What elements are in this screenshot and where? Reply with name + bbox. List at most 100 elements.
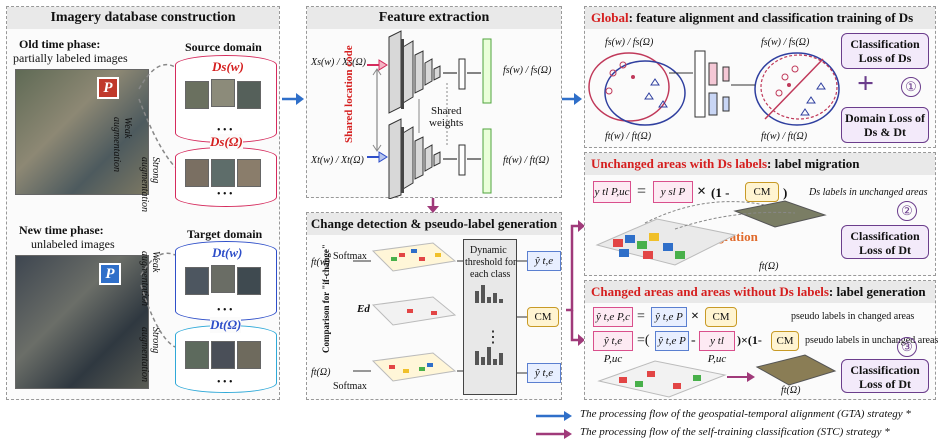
title-rest: : label generation [828, 284, 926, 299]
source-thumb [237, 81, 261, 109]
title-rest: : label migration [767, 156, 860, 171]
imagery-database-panel: Imagery database construction Old time p… [6, 6, 280, 400]
title-red: Global [591, 10, 629, 25]
domain-loss: Domain Loss of Ds & Dt [841, 107, 929, 143]
y-tl-uc: y tl P,uc [593, 181, 631, 203]
global-panel: Global: feature alignment and classifica… [584, 6, 936, 148]
step-3-icon: ③ [897, 337, 917, 357]
title-red: Unchanged areas with Ds labels [591, 156, 768, 171]
y-hat-changed: ŷ t,e P,c [593, 307, 633, 327]
shared-weights-2: weights [429, 117, 464, 129]
stc-arrows [566, 220, 585, 346]
step-2-icon: ② [897, 201, 917, 221]
dynamic-threshold-box [463, 239, 517, 395]
ds-labels-note: Ds labels in unchanged areas [809, 187, 928, 198]
source-thumb [211, 159, 235, 187]
legend-stc-arrow [536, 429, 572, 439]
dots: • • • [217, 125, 233, 136]
classification-loss-ds: Classification Loss of Ds [841, 33, 929, 69]
dt-w-label: Dt(w) [212, 245, 243, 260]
f-top-label: ft(w) [311, 257, 330, 268]
y-sl: y sl P [653, 181, 693, 203]
target-domain-label: Target domain [187, 227, 263, 241]
label-migration-diagram [595, 200, 827, 266]
panel-title: Global: feature alignment and classifica… [585, 7, 935, 29]
legend-stc: The processing flow of the self-training… [580, 426, 890, 438]
new-phase-label: New time phase: [19, 223, 104, 237]
y-hat-bottom: ŷ t,e [527, 363, 561, 383]
changed-areas-panel: Changed areas and areas without Ds label… [584, 280, 939, 400]
fs-right: fs(w) / fs(Ω) [761, 37, 810, 48]
y-hat-te: ŷ t,e P [651, 307, 687, 327]
source-domain-label: Source domain [185, 40, 262, 54]
panel-title: Changed areas and areas without Ds label… [585, 281, 935, 303]
title-red: Changed areas and areas without Ds label… [591, 284, 829, 299]
ft-left: ft(w) / ft(Ω) [605, 131, 652, 142]
ft-omega-label: ft(Ω) [781, 385, 801, 396]
new-phase-sub: unlabeled images [31, 237, 115, 251]
cm-box: CM [705, 307, 737, 327]
dyn-line-1: Dynamic [470, 245, 507, 256]
y-hat-unchanged: ŷ t,e P,uc [593, 331, 633, 365]
panel-title: Change detection & pseudo-label generati… [307, 213, 561, 235]
old-phase-sub: partially labeled images [13, 51, 128, 65]
output-bottom: ft(w) / ft(Ω) [503, 155, 550, 166]
y-hat-te-2: ŷ t,e P [655, 331, 689, 351]
shared-weights-1: Shared [431, 105, 462, 117]
ds-omega-label: Ds(Ω) [210, 134, 243, 150]
target-thumb [211, 341, 235, 369]
classification-loss-dt: Classification Loss of Dt [841, 359, 929, 393]
label-generation-diagram [597, 354, 837, 398]
dots: • • • [217, 377, 233, 388]
input-top: Xs(w) / Xs(Ω) [311, 57, 366, 68]
target-thumb [211, 265, 235, 293]
pseudo-changed-note: pseudo labels in changed areas [791, 311, 915, 322]
cm-box: CM [771, 331, 799, 351]
target-thumb [185, 267, 209, 295]
equals: = [637, 309, 645, 324]
change-detection-diagram [353, 242, 527, 382]
source-thumb [185, 159, 209, 187]
equals-paren: =( [637, 333, 650, 348]
step-1-icon: ① [901, 77, 921, 97]
target-thumb [185, 341, 209, 369]
panel-title: Feature extraction [307, 7, 561, 29]
panel-title: Unchanged areas with Ds labels: label mi… [585, 153, 935, 175]
y-tl-uc-2: y tl P,uc [699, 331, 735, 365]
unchanged-areas-panel: Unchanged areas with Ds labels: label mi… [584, 152, 936, 276]
dt-omega-label: Dt(Ω) [210, 317, 242, 333]
source-thumb [237, 159, 261, 187]
ft-omega-label: ft(Ω) [759, 261, 779, 272]
feature-extraction-panel: Feature extraction Xs(w) / Xs(Ω) Xt(w) /… [306, 6, 562, 199]
input-bottom: Xt(w) / Xt(Ω) [311, 155, 364, 166]
dyn-line-2: threshold for [465, 257, 517, 268]
cm-box: CM [527, 307, 559, 327]
pseudo-unchanged-note: pseudo labels in unchanged areas [805, 335, 939, 346]
legend-gta-arrow [536, 411, 572, 421]
panel-title: Imagery database construction [7, 7, 279, 29]
dots: • • • [217, 189, 233, 200]
minus: - [691, 333, 696, 348]
close-paren: ) [783, 185, 788, 200]
title-rest: : feature alignment and classification t… [628, 10, 914, 25]
ed-label: Ed [357, 303, 370, 315]
times-one-minus: )×(1- [737, 333, 762, 347]
gta-arrow [282, 93, 304, 105]
dots: • • • [217, 305, 233, 316]
change-detection-panel: Change detection & pseudo-label generati… [306, 212, 562, 400]
feature-alignment-diagram [588, 50, 840, 126]
source-thumb [185, 81, 209, 109]
fs-left: fs(w) / fs(Ω) [605, 37, 654, 48]
times: × [691, 309, 699, 324]
times: × [697, 183, 707, 200]
one-minus: (1 - [711, 185, 730, 200]
ds-w-label: Ds(w) [212, 59, 244, 74]
output-top: fs(w) / fs(Ω) [503, 65, 552, 76]
augmentation-arrows [138, 63, 176, 348]
equals: = [637, 183, 647, 200]
softmax-top: Softmax [333, 251, 367, 262]
source-thumb [211, 79, 235, 107]
gta-arrow [562, 93, 582, 105]
legend-gta: The processing flow of the geospatial-te… [580, 408, 911, 420]
old-phase-label: Old time phase: [19, 37, 101, 51]
